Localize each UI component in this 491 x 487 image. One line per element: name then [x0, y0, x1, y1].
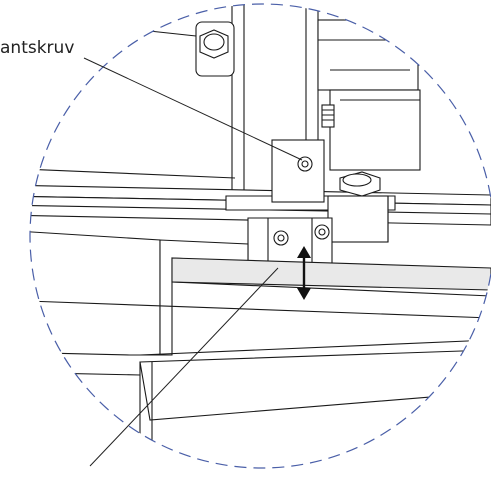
clamp-screw-right [314, 224, 330, 240]
c-profile-flange [159, 239, 249, 356]
callout-screw [297, 156, 313, 172]
right-clamp-block [327, 195, 389, 243]
clamp-screw-left [273, 230, 289, 246]
label-leader-line [83, 57, 303, 161]
detail-view-contents [30, 4, 491, 440]
detail-circle [29, 3, 491, 469]
lower-web [139, 349, 491, 421]
lower-leader-line [89, 267, 279, 467]
callout-label: antskruv [0, 38, 75, 58]
vertical-double-arrow-icon [297, 246, 311, 300]
c-profile-left [30, 229, 161, 356]
background-housing [317, 19, 419, 91]
spring [321, 104, 335, 128]
profile-shadow-band [171, 257, 491, 291]
